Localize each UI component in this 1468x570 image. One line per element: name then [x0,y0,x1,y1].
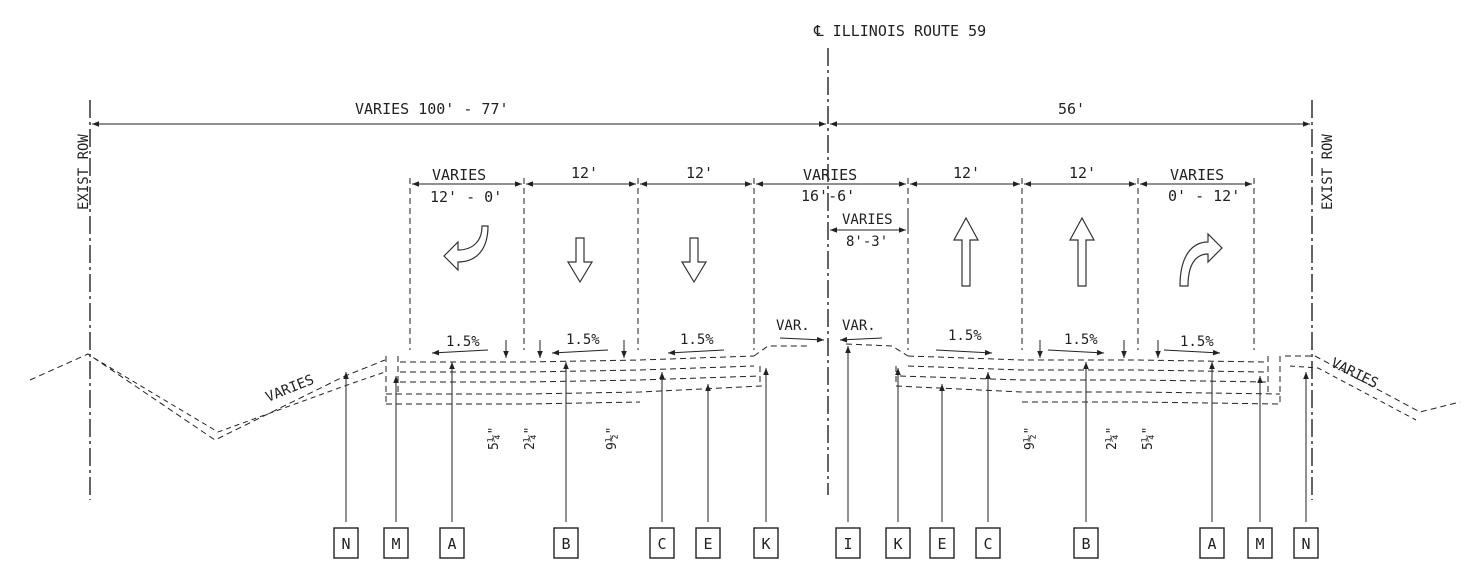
callout-a: A [1199,527,1225,559]
median-inner-width-top: VARIES [842,212,893,228]
pavement-left [385,345,810,405]
right-turn-arrow-icon [1179,232,1223,287]
cross-slope-r2: 1.5% [1064,332,1098,348]
sb-lane-2-width: 12' [686,164,713,182]
cross-slope-median-left: VAR. [776,318,810,334]
cross-slope-l2: 1.5% [566,332,600,348]
callout-boxes: N M A B C E K I K E C B A M N [333,527,1319,559]
callout-c: C [649,527,675,559]
callout-m: M [383,527,409,559]
thickness-l-c: 9½" [605,427,620,450]
thickness-r-a: 9½" [1023,427,1038,450]
median-inner-width-bottom: 8'-3' [846,234,888,250]
svg-text:M: M [391,535,400,553]
svg-text:E: E [937,535,946,553]
thickness-r-b: 2¼" [1105,427,1120,450]
callout-leaders [343,346,1309,522]
row-label-left: EXIST ROW [76,134,92,210]
sb-lane-1-width: 12' [571,164,598,182]
callout-n: N [333,527,359,559]
svg-text:A: A [1207,535,1216,553]
ground-line-left [29,353,386,441]
svg-text:K: K [893,535,902,553]
lane-dimension-line [412,181,1252,233]
cross-slope-r3: 1.5% [1180,334,1214,350]
callout-c: C [975,527,1001,559]
cross-slope-l1: 1.5% [446,334,480,350]
svg-text:B: B [561,535,570,553]
cross-slope-arrows [431,336,1221,356]
southbound-arrow-icon [566,237,594,284]
svg-text:I: I [843,535,852,553]
svg-text:E: E [703,535,712,553]
right-turn-width-bottom: 0' - 12' [1168,187,1240,205]
svg-text:C: C [657,535,666,553]
overall-width-right: 56' [1058,100,1085,118]
northbound-arrow-icon [1068,216,1096,287]
callout-m: M [1247,527,1273,559]
median-width-bottom: 16'-6' [801,187,855,205]
svg-text:K: K [761,535,770,553]
nb-lane-2-width: 12' [1069,164,1096,182]
lane-extension-lines [409,178,1255,350]
callout-e: E [695,527,721,559]
thickness-r-c: 5¼" [1141,427,1156,450]
callout-n: N [1293,527,1319,559]
callout-e: E [929,527,955,559]
thickness-l-b: 2¼" [523,427,538,450]
svg-text:N: N [1301,535,1310,553]
callout-b: B [553,527,579,559]
left-turn-arrow-icon [443,225,489,272]
svg-text:B: B [1081,535,1090,553]
side-slope-left-label: VARIES [264,372,317,406]
overall-width-left: VARIES 100' - 77' [355,100,509,118]
pavement-right [845,343,1281,405]
ground-line-right [1285,355,1461,421]
centerline-label: ℄ ILLINOIS ROUTE 59 [813,22,986,40]
southbound-arrow-icon [680,237,708,284]
northbound-arrow-icon [952,216,980,287]
svg-text:M: M [1255,535,1264,553]
svg-text:C: C [983,535,992,553]
nb-lane-1-width: 12' [953,164,980,182]
median-width-top: VARIES [803,166,857,184]
side-slope-right-label: VARIES [1328,355,1380,392]
thickness-arrows [503,340,1161,358]
left-turn-width-top: VARIES [432,166,486,184]
left-turn-width-bottom: 12' - 0' [430,188,502,206]
callout-k: K [753,527,779,559]
cross-slope-l3: 1.5% [680,332,714,348]
callout-i: I [835,527,861,559]
right-turn-width-top: VARIES [1170,166,1224,184]
cross-slope-r1: 1.5% [948,328,982,344]
callout-k: K [885,527,911,559]
callout-b: B [1073,527,1099,559]
cross-slope-median-right: VAR. [842,318,876,334]
svg-text:N: N [341,535,350,553]
svg-text:A: A [447,535,456,553]
thickness-l-a: 5¼" [487,427,502,450]
callout-a: A [439,527,465,559]
row-label-right: EXIST ROW [1320,134,1336,210]
